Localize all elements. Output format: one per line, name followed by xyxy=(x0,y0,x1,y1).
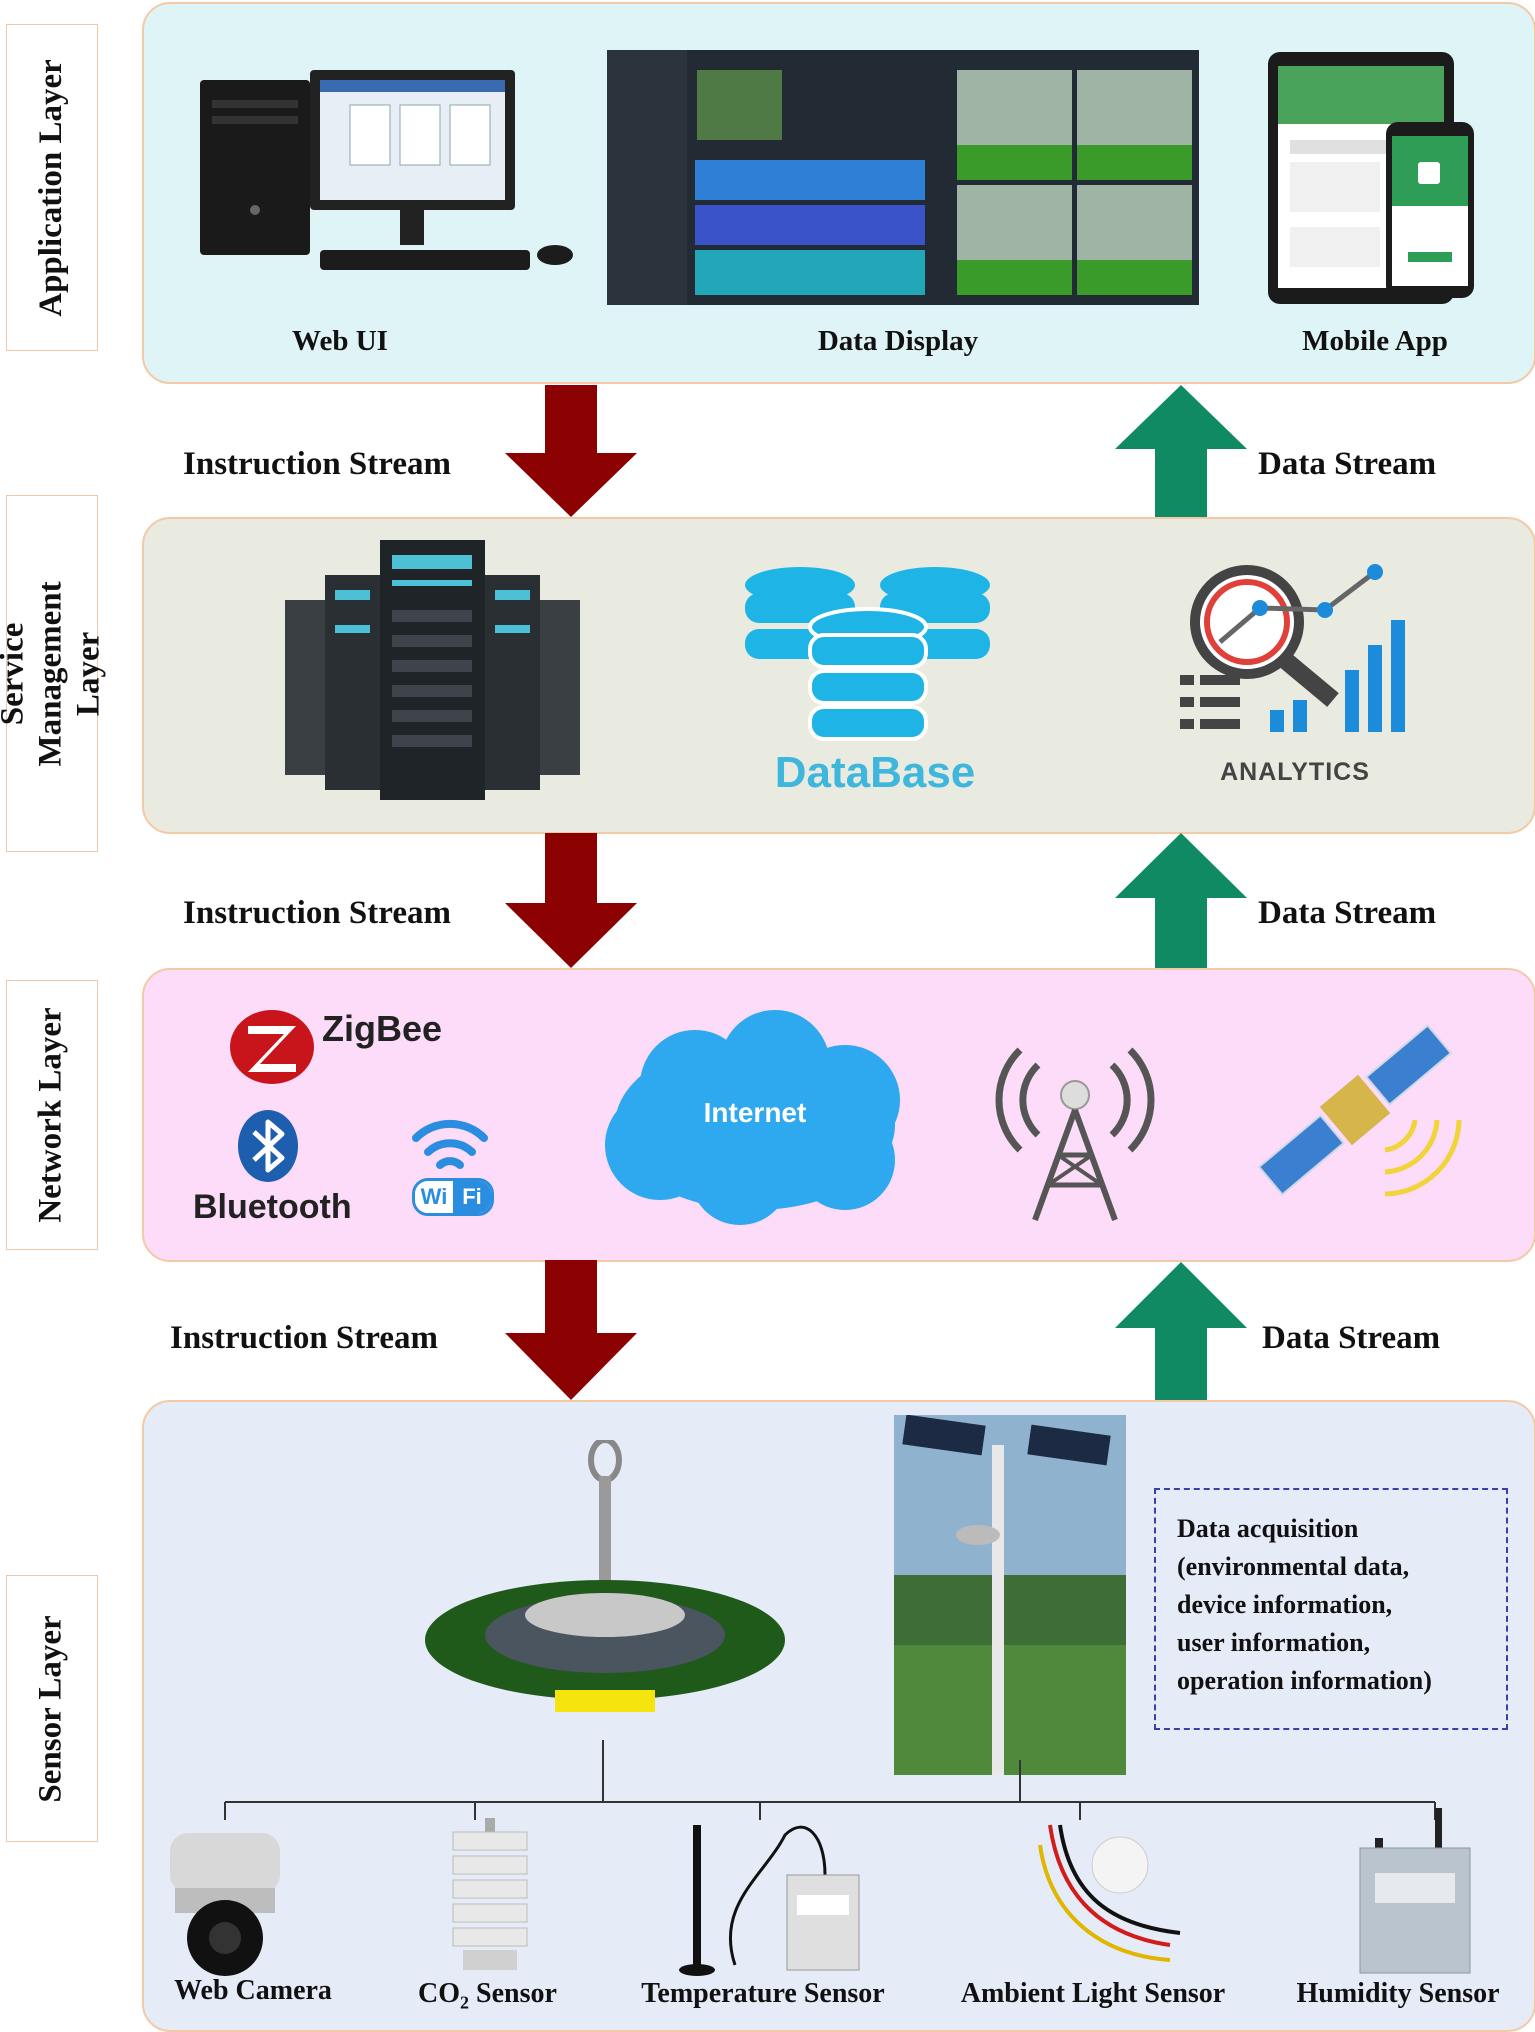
acquisition-line: device information, xyxy=(1177,1590,1393,1619)
data-arrow-3 xyxy=(1115,1262,1247,1400)
instruction-arrow-3 xyxy=(505,1260,637,1400)
wifi-text: Wi xyxy=(415,1181,453,1213)
wifi-badge: Wi Fi xyxy=(412,1178,494,1216)
sensor-layer-label: Sensor Layer xyxy=(6,1575,98,1842)
data-display-dashboard xyxy=(607,50,1199,305)
wifi-fi-text: Fi xyxy=(453,1181,491,1213)
database-icon xyxy=(745,567,990,741)
satellite-icon xyxy=(1257,1024,1462,1197)
field-sensor-station-icon xyxy=(425,1440,785,1712)
temperature-sensor-caption: Temperature Sensor xyxy=(641,1978,885,2009)
data-arrow-2 xyxy=(1115,833,1247,968)
ambient-light-sensor-caption: Ambient Light Sensor xyxy=(960,1978,1226,2009)
internet-cloud-icon xyxy=(605,1010,900,1225)
application-layer-label: Application Layer xyxy=(6,24,98,351)
mobile-app-devices xyxy=(1268,52,1474,304)
ambient-light-sensor-icon xyxy=(1038,1824,1181,1962)
field-station-photo xyxy=(894,1415,1126,1775)
data-stream-label-1: Data Stream xyxy=(1258,446,1437,482)
acquisition-line: (environmental data, xyxy=(1177,1552,1410,1581)
co2-subscript: 2 xyxy=(460,1992,470,2013)
data-acquisition-box xyxy=(1154,1488,1508,1730)
co2-sensor-icon xyxy=(452,1818,528,1970)
bluetooth-icon xyxy=(238,1110,298,1182)
wifi-icon xyxy=(412,1119,488,1169)
data-arrow-1 xyxy=(1115,385,1247,517)
web-ui-caption: Web UI xyxy=(292,325,388,357)
sensor-layer-text: Sensor Layer xyxy=(33,1614,70,1803)
data-stream-label-3: Data Stream xyxy=(1262,1320,1441,1356)
data-acquisition-text: Data acquisition (environmental data, de… xyxy=(1177,1510,1432,1700)
instruction-stream-label-2: Instruction Stream xyxy=(183,895,451,931)
instruction-stream-label-3: Instruction Stream xyxy=(170,1320,438,1356)
web-camera-icon xyxy=(170,1833,280,1976)
co2-suffix: Sensor xyxy=(469,1978,557,2009)
zigbee-text: ZigBee xyxy=(322,1008,443,1049)
instruction-arrow-2 xyxy=(505,833,637,968)
web-camera-caption: Web Camera xyxy=(174,1975,332,2006)
internet-text: Internet xyxy=(703,1097,807,1128)
temperature-sensor-icon xyxy=(679,1825,860,1976)
sensor-connector-lines xyxy=(224,1740,1436,1820)
network-layer-text: Network Layer xyxy=(33,1007,70,1223)
service-layer-text: Service Management Layer xyxy=(0,580,107,767)
instruction-stream-label-1: Instruction Stream xyxy=(183,446,451,482)
cell-tower-icon xyxy=(995,1047,1155,1222)
co2-prefix: CO xyxy=(418,1978,461,2009)
network-layer-label: Network Layer xyxy=(6,980,98,1250)
co2-sensor-caption: CO2 Sensor xyxy=(395,1978,580,2014)
acquisition-line: operation information) xyxy=(1177,1666,1432,1695)
acquisition-line: user information, xyxy=(1177,1628,1371,1657)
bluetooth-text: Bluetooth xyxy=(193,1188,352,1226)
data-display-caption: Data Display xyxy=(817,325,979,357)
zigbee-icon xyxy=(230,1010,314,1084)
desktop-computer-icon xyxy=(200,70,573,270)
instruction-arrow-1 xyxy=(505,385,637,517)
data-stream-label-2: Data Stream xyxy=(1258,895,1437,931)
network-panel xyxy=(142,968,1535,1262)
humidity-sensor-icon xyxy=(1359,1808,1471,1974)
database-text: DataBase xyxy=(774,748,976,797)
analytics-icon xyxy=(1180,564,1405,732)
analytics-text: ANALYTICS xyxy=(1220,758,1370,786)
acquisition-line: Data acquisition xyxy=(1177,1514,1359,1543)
server-rack-icon xyxy=(285,540,580,800)
application-layer-text: Application Layer xyxy=(33,58,70,317)
service-layer-label: Service Management Layer xyxy=(0,495,107,852)
mobile-app-caption: Mobile App xyxy=(1302,325,1448,357)
humidity-sensor-caption: Humidity Sensor xyxy=(1296,1978,1500,2009)
